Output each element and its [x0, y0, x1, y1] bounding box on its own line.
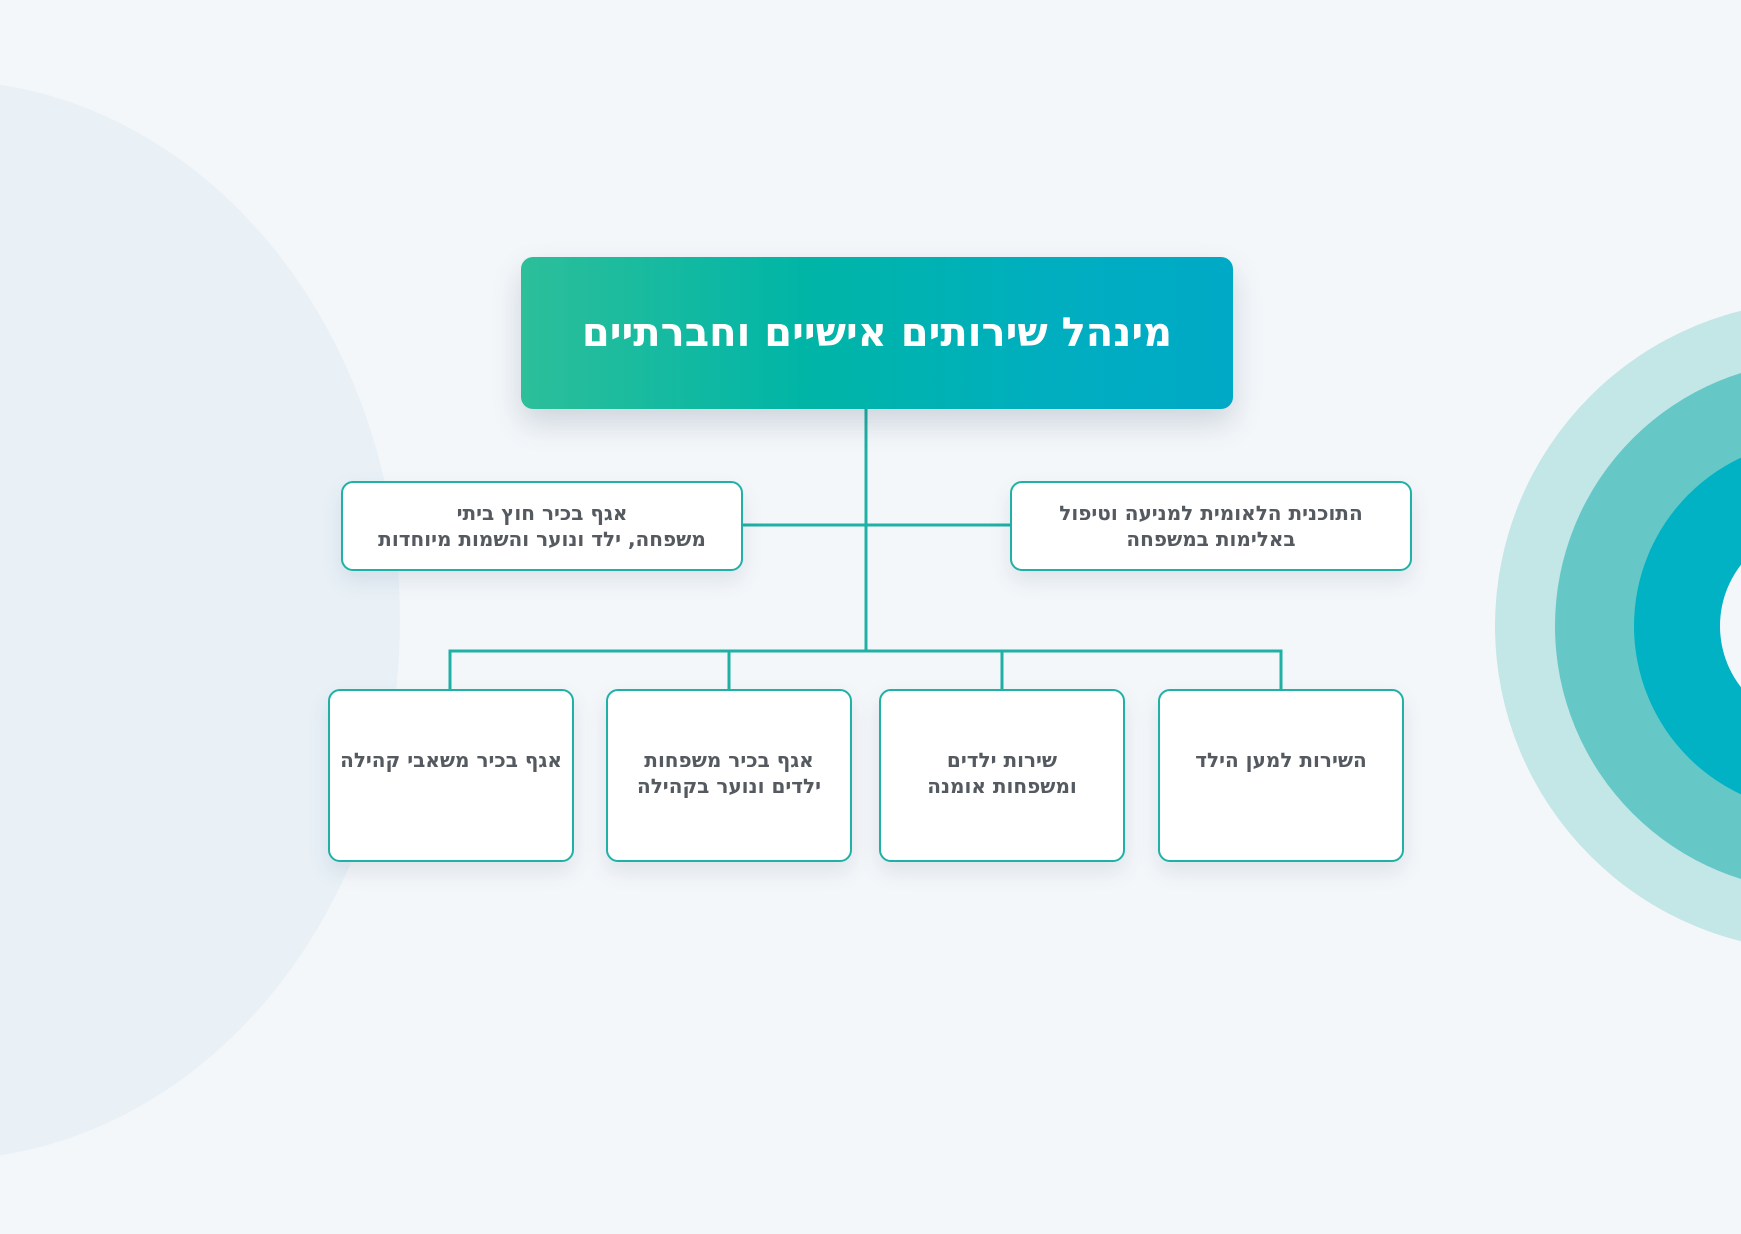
root-node-title: מינהל שירותים אישיים וחברתיים — [581, 310, 1173, 356]
node-label-line: משפחה, ילד ונוער והשמות מיוחדות — [378, 527, 706, 551]
ring-outer — [1495, 310, 1741, 942]
node-child-service: השירות למען הילד — [1158, 689, 1404, 862]
node-label-line: השירות למען הילד — [1195, 748, 1367, 772]
node-community-families-division: אגף בכיר משפחות ילדים ונוער בקהילה — [606, 689, 852, 862]
ring-middle — [1555, 373, 1741, 879]
node-national-program: התוכנית הלאומית למניעה וטיפול באלימות במ… — [1010, 481, 1412, 571]
root-node: מינהל שירותים אישיים וחברתיים — [521, 257, 1233, 409]
node-label-line: ומשפחות אומנה — [927, 774, 1077, 798]
node-out-of-home-division: אגף בכיר חוץ ביתי משפחה, ילד ונוער והשמו… — [341, 481, 743, 571]
ring-core — [1720, 564, 1741, 688]
node-label-line: אגף בכיר משאבי קהילה — [340, 748, 562, 772]
node-label-line: ילדים ונוער בקהילה — [636, 774, 822, 798]
node-label-line: שירות ילדים — [946, 748, 1058, 772]
background-circle-left — [0, 80, 400, 1160]
node-foster-families-service: שירות ילדים ומשפחות אומנה — [879, 689, 1125, 862]
node-label-line: באלימות במשפחה — [1126, 527, 1296, 551]
node-label-line: אגף בכיר חוץ ביתי — [456, 501, 628, 525]
node-community-resources-division: אגף בכיר משאבי קהילה — [328, 689, 574, 862]
ring-inner — [1634, 457, 1741, 795]
node-label-line: אגף בכיר משפחות — [644, 748, 814, 772]
node-label-line: התוכנית הלאומית למניעה וטיפול — [1059, 501, 1363, 525]
